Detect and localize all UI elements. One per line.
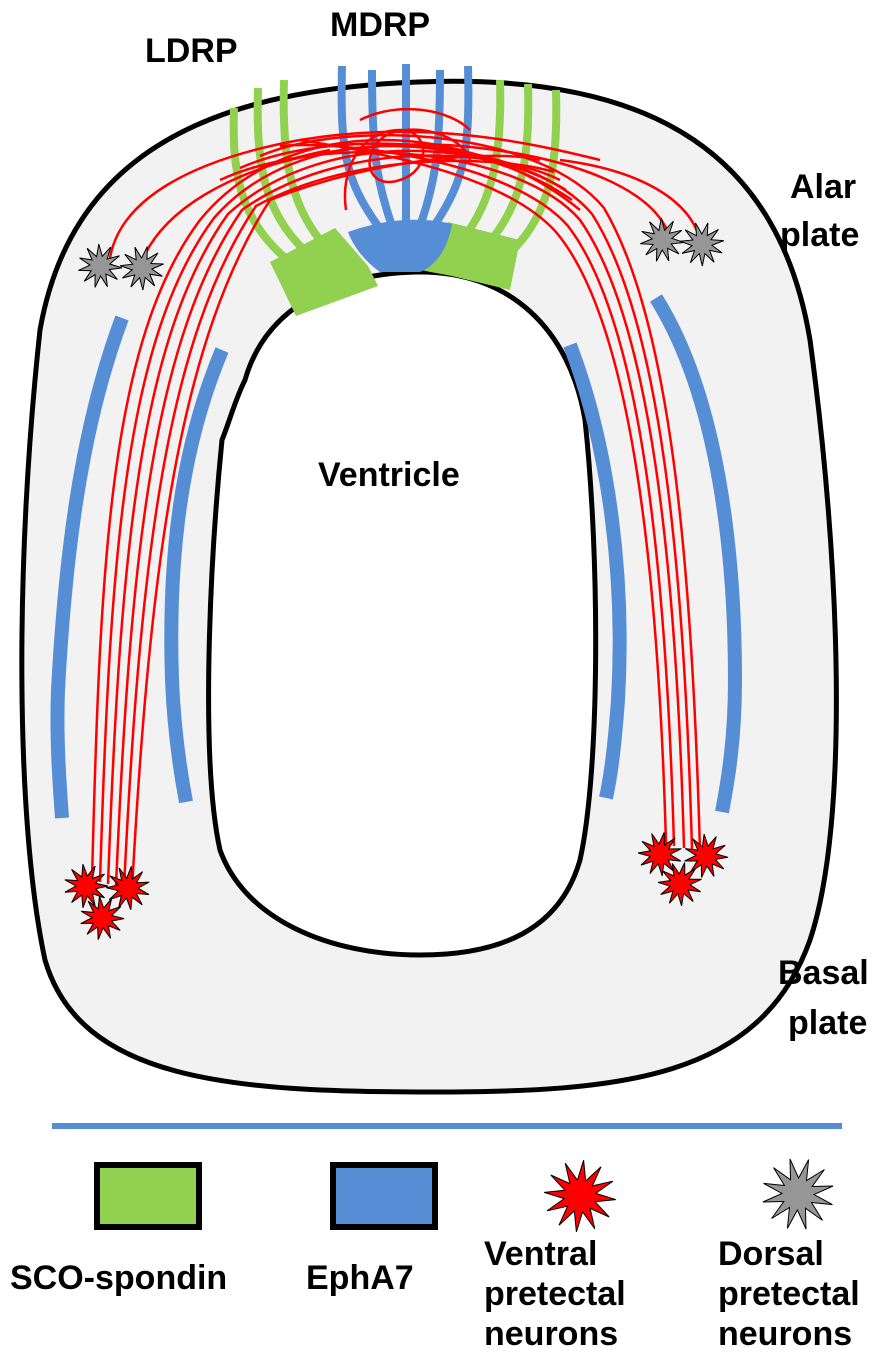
epha7-stripe-right-inner [563, 342, 627, 800]
epha7-wedge-center [348, 219, 452, 272]
epha7-stripe-left-inner [164, 347, 229, 804]
ventral-neuron-star-icon [64, 864, 109, 908]
basal-plate-label-line1: Basal [778, 954, 869, 992]
dorsal-neuron-star-icon [640, 217, 685, 262]
neurons [64, 217, 729, 940]
ventral-neuron-star-icon [657, 862, 702, 907]
dorsal-legend-label: Dorsal pretectal neurons [718, 1235, 860, 1353]
ventral-legend-label: Ventral pretectal neurons [484, 1235, 626, 1353]
ventral-neuron-star-icon [105, 866, 150, 910]
epha7-legend-label: EphA7 [306, 1259, 414, 1297]
ventricle-label: Ventricle [318, 456, 460, 494]
epha7-swatch [330, 1162, 438, 1230]
epha7-stripe-left-outer [50, 315, 129, 819]
ventral-neuron-star-icon [80, 895, 125, 940]
ventral-neuron-star-icon [544, 1160, 616, 1232]
axons [90, 107, 702, 891]
legend: SCO-spondin EphA7 Ventral pretectal neur… [0, 1150, 892, 1372]
sco-spondin-legend-label: SCO-spondin [10, 1259, 228, 1297]
sco-spondin-wedge-left [270, 228, 378, 316]
basal-plate-label-line2: plate [788, 1004, 867, 1042]
epha7-stripes [50, 294, 743, 819]
pretectum-diagram: LDRP MDRP Alar plate Ventricle Basal pla… [19, 6, 869, 1129]
ventral-neuron-star-icon [637, 832, 682, 877]
dorsal-neuron-star-icon [680, 222, 724, 267]
ldrp-label: LDRP [145, 32, 238, 70]
dorsal-neuron-star-icon [762, 1158, 834, 1230]
ventricle [206, 269, 599, 958]
alar-plate-label-line1: Alar [790, 168, 856, 206]
dorsal-neuron-star-icon [119, 246, 164, 291]
mdrp-label: MDRP [330, 6, 430, 44]
alar-plate-label-line2: plate [780, 216, 859, 254]
sco-spondin-swatch [94, 1162, 202, 1230]
epha7-stripe-right-outer [650, 294, 743, 814]
dorsal-neuron-star-icon [78, 243, 123, 288]
